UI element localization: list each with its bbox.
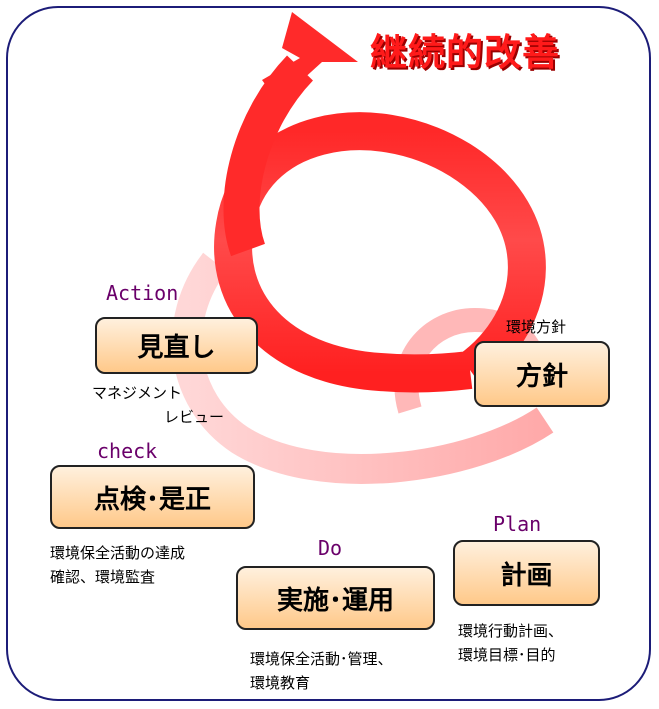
phase-label-action: Action bbox=[106, 281, 179, 305]
phase-label-check: check bbox=[97, 439, 158, 463]
check-note-line1: 環境保全活動の達成 bbox=[50, 544, 186, 562]
do-note-line2: 環境教育 bbox=[250, 674, 311, 692]
review-note-line1: マネジメント bbox=[92, 384, 183, 402]
box-policy: 方針 bbox=[474, 341, 610, 407]
policy-note: 環境方針 bbox=[506, 318, 567, 336]
review-note-line2: レビュー bbox=[164, 408, 225, 426]
box-implementation: 実施･運用 bbox=[236, 566, 435, 630]
phase-label-do: Do bbox=[318, 536, 343, 560]
plan-note-line2: 環境目標･目的 bbox=[458, 646, 556, 664]
box-planning: 計画 bbox=[453, 540, 600, 606]
phase-label-plan: Plan bbox=[493, 512, 542, 536]
check-note-line2: 確認、環境監査 bbox=[50, 568, 156, 586]
main-spiral-loop bbox=[214, 112, 546, 393]
title-continuous-improvement: 継続的改善 bbox=[370, 31, 560, 74]
arrow-head bbox=[262, 12, 358, 102]
box-review: 見直し bbox=[95, 317, 258, 374]
box-inspection: 点検･是正 bbox=[50, 465, 255, 529]
do-note-line1: 環境保全活動･管理、 bbox=[250, 650, 393, 668]
plan-note-line1: 環境行動計画、 bbox=[458, 622, 564, 640]
